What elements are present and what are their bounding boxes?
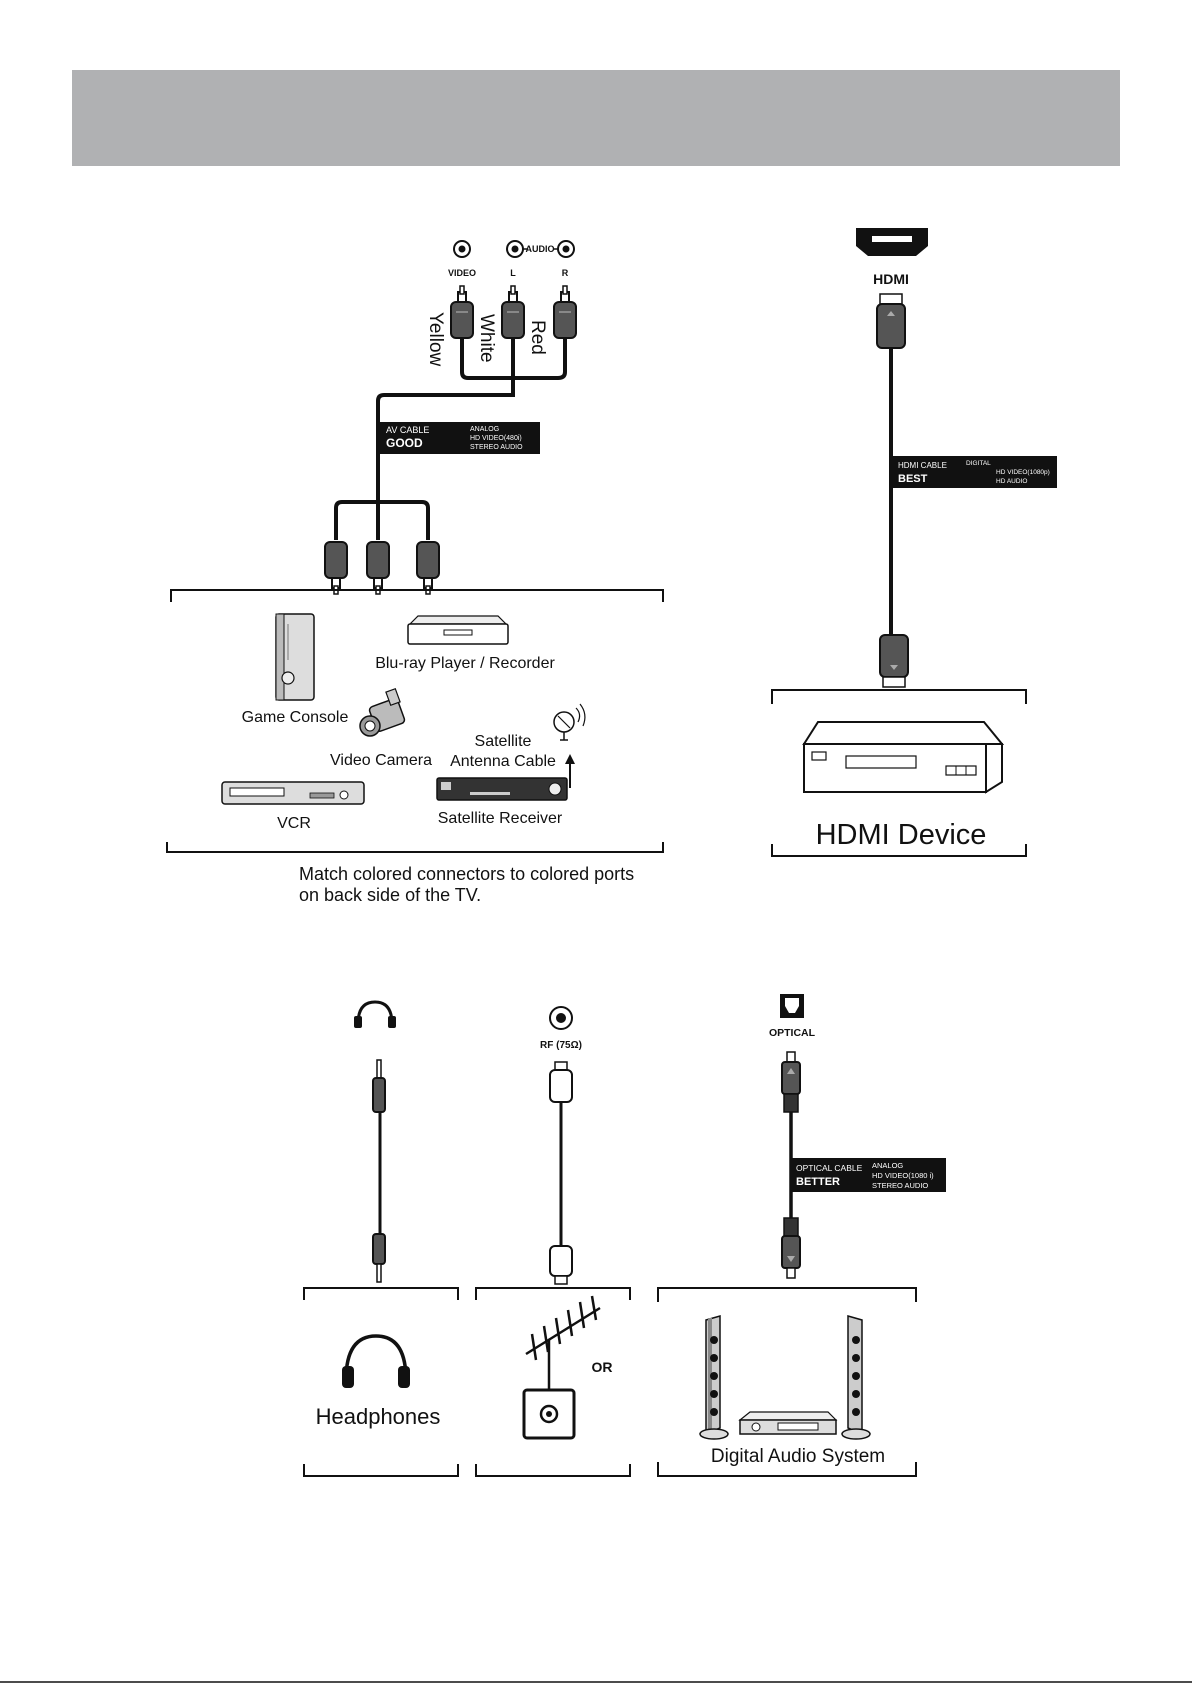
optical-top-plug	[781, 1051, 801, 1113]
optical-cable-spec-2: HD VIDEO(1080 i)	[872, 1171, 934, 1180]
hdmi-device-icon	[802, 721, 1005, 794]
bottom-rca-plug-2	[366, 541, 390, 595]
video-camera-label: Video Camera	[330, 752, 432, 769]
antenna-icon	[525, 1295, 601, 1390]
av-top-plugs	[450, 285, 577, 339]
rf-port-icon	[549, 1006, 573, 1030]
white-wire-label: White	[476, 314, 497, 363]
video-camera-icon	[359, 687, 406, 737]
white-rca-plug	[501, 285, 525, 339]
antenna-or-label: OR	[592, 1359, 613, 1375]
game-console-label: Game Console	[242, 709, 349, 726]
right-port-label: R	[562, 268, 569, 278]
hdmi-cable-spec-1: DIGITAL	[966, 460, 991, 467]
rf-top-plug	[549, 1061, 573, 1103]
hdmi-device-bracket	[771, 689, 1027, 857]
av-cable-wire	[334, 338, 567, 540]
left-port-label: L	[510, 268, 516, 278]
hdmi-cable-spec-2: HD VIDEO(1080p)	[996, 469, 1050, 476]
satellite-label-line2: Antenna Cable	[450, 753, 556, 770]
av-cable-label-box: AV CABLE GOOD ANALOG HD VIDEO(480i) STER…	[380, 422, 540, 454]
audio-port-label: AUDIO	[526, 244, 555, 254]
bottom-rca-plug-3	[416, 541, 440, 595]
hdmi-cable-name: HDMI CABLE	[898, 461, 947, 470]
video-port-label: VIDEO	[448, 268, 476, 278]
hdmi-port-label: HDMI	[873, 271, 909, 287]
audio-left-port-icon	[506, 240, 524, 258]
section-header-bar	[72, 70, 1120, 166]
hdmi-cable-rating: BEST	[898, 473, 928, 485]
optical-cable-name: OPTICAL CABLE	[796, 1163, 863, 1173]
note-line1: Match colored connectors to colored port…	[299, 864, 634, 884]
headphones-label: Headphones	[316, 1404, 441, 1429]
optical-bottom-plug	[781, 1217, 801, 1279]
note-line2: on back side of the TV.	[299, 885, 481, 905]
hdmi-port-icon	[856, 228, 928, 256]
headphones-icon	[342, 1334, 410, 1388]
digital-audio-bracket	[657, 1287, 917, 1477]
optical-cable-spec-1: ANALOG	[872, 1161, 903, 1170]
digital-audio-system-icon	[699, 1315, 871, 1440]
satellite-dish-icon	[553, 703, 586, 741]
optical-cable-spec-3: STEREO AUDIO	[872, 1181, 928, 1190]
optical-port-label: OPTICAL	[769, 1027, 816, 1039]
av-cable-rating: GOOD	[386, 436, 423, 450]
yellow-wire-label: Yellow	[425, 312, 446, 367]
rf-bracket	[475, 1287, 631, 1477]
rf-bottom-plug	[549, 1245, 573, 1285]
satellite-receiver-icon	[436, 777, 568, 801]
headphone-top-plug	[372, 1059, 386, 1113]
optical-cable-rating: BETTER	[796, 1176, 840, 1188]
av-port-panel: AUDIO VIDEO L R	[448, 240, 575, 278]
wall-outlet-icon	[522, 1388, 576, 1440]
bluray-label: Blu-ray Player / Recorder	[375, 655, 555, 672]
headphone-bracket	[303, 1287, 459, 1477]
red-wire-label: Red	[527, 320, 548, 355]
hdmi-top-plug	[876, 293, 906, 349]
av-cable-spec-1: ANALOG	[470, 426, 499, 433]
av-cable-spec-3: STEREO AUDIO	[470, 444, 523, 451]
headphone-port-icon	[354, 1000, 396, 1028]
bluray-player-icon	[407, 615, 509, 645]
vcr-label: VCR	[277, 815, 311, 832]
rf-port-label: RF (75Ω)	[540, 1040, 582, 1051]
hdmi-bottom-plug	[879, 634, 909, 688]
satellite-receiver-label: Satellite Receiver	[438, 810, 563, 827]
satellite-arrow	[565, 754, 575, 788]
digital-audio-label: Digital Audio System	[711, 1446, 885, 1467]
bottom-rca-plug-1	[324, 541, 348, 595]
game-console-icon	[275, 613, 315, 701]
av-device-bracket	[166, 589, 664, 853]
video-port-icon	[453, 240, 471, 258]
hdmi-cable-label-box: HDMI CABLE BEST DIGITAL HD VIDEO(1080p) …	[893, 456, 1057, 488]
red-rca-plug	[553, 285, 577, 339]
hdmi-cable-spec-3: HD AUDIO	[996, 478, 1027, 485]
satellite-label-line1: Satellite	[475, 733, 532, 750]
av-cable-spec-2: HD VIDEO(480i)	[470, 435, 522, 442]
optical-cable-label-box: OPTICAL CABLE BETTER ANALOG HD VIDEO(108…	[792, 1158, 946, 1192]
optical-port-icon	[780, 994, 804, 1018]
vcr-icon	[221, 781, 365, 805]
headphone-bottom-plug	[372, 1233, 386, 1283]
hdmi-device-label: HDMI Device	[816, 819, 987, 851]
audio-right-port-icon	[557, 240, 575, 258]
av-cable-name: AV CABLE	[386, 425, 429, 435]
av-bottom-plugs	[324, 541, 440, 595]
yellow-rca-plug	[450, 285, 474, 339]
